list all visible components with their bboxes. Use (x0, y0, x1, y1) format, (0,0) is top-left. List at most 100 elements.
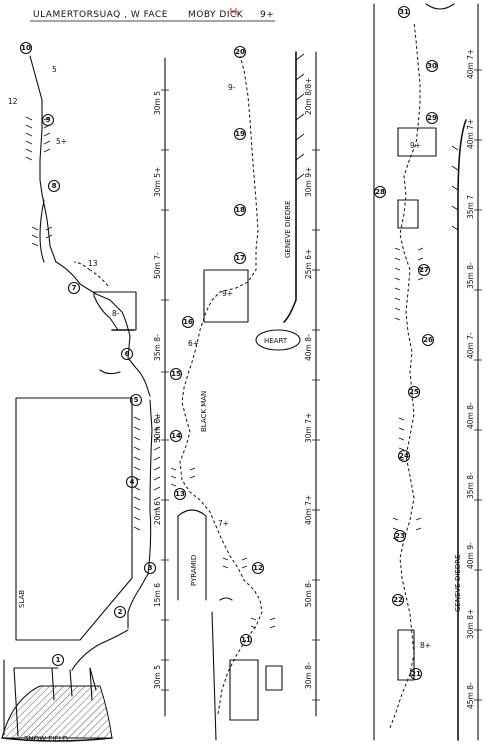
svg-text:26: 26 (423, 336, 433, 344)
heart-feature: HEART (255, 329, 301, 351)
roof-box-col3b (397, 199, 419, 229)
slab-feature: SLAB (15, 397, 133, 641)
svg-text:10: 10 (21, 44, 31, 52)
belay-12: 12 (251, 561, 265, 575)
svg-text:5: 5 (134, 396, 139, 404)
pitch-label: 30m 7+ (304, 413, 313, 443)
belay-7: 7 (67, 281, 81, 295)
lower-box-col2 (229, 659, 259, 721)
pitch-label: 40m 9- (466, 542, 475, 569)
svg-text:8: 8 (52, 182, 57, 190)
route-line-col2 (179, 55, 263, 715)
pitch-label: 35m 8- (466, 472, 475, 499)
svg-text:30: 30 (427, 62, 437, 70)
svg-text:28: 28 (375, 188, 385, 196)
svg-text:18: 18 (235, 206, 245, 214)
belay-18: 18 (233, 203, 247, 217)
belay-30: 30 (425, 59, 439, 73)
svg-text:17: 17 (235, 254, 245, 262)
route-line-col1 (29, 55, 153, 697)
svg-text:27: 27 (419, 266, 429, 274)
belay-14: 14 (169, 429, 183, 443)
belay-19: 19 (233, 127, 247, 141)
corner-line (39, 199, 45, 263)
belay-28: 28 (373, 185, 387, 199)
geneve-diedre-2-label: GENEVE DIEDRE (454, 555, 462, 613)
belay-15: 15 (169, 367, 183, 381)
slab-label: SLAB (18, 590, 26, 608)
pitch-label: 40m 7+ (466, 119, 475, 149)
belay-23: 23 (393, 529, 407, 543)
small-box-col2 (265, 665, 283, 691)
route-line-col3 (389, 21, 421, 729)
svg-text:7: 7 (72, 284, 77, 292)
crack-ticks-col2 (170, 467, 276, 629)
svg-text:12: 12 (253, 564, 263, 572)
belay-24: 24 (397, 449, 411, 463)
belay-21: 21 (409, 667, 423, 681)
belay-6: 6 (120, 347, 134, 361)
pitch-label: 40m 8- (304, 334, 313, 361)
grade-label: 12 (8, 97, 18, 106)
pitch-label: 25m 6+ (304, 249, 313, 279)
pitch-ticks-col1 (161, 89, 169, 691)
svg-text:14: 14 (171, 432, 181, 440)
svg-text:24: 24 (399, 452, 409, 460)
svg-text:23: 23 (395, 532, 405, 540)
pitch-label: 35m 8- (466, 262, 475, 289)
pitch-label: 30m 5 (153, 91, 162, 115)
pitch-label: 30m 5+ (153, 167, 162, 197)
grade-label: 9- (228, 83, 236, 92)
svg-text:29: 29 (427, 114, 437, 122)
roof-box-col2 (203, 269, 249, 323)
grade-label: 9+ (222, 289, 233, 298)
roof-box-col3a (397, 127, 437, 157)
svg-text:22: 22 (393, 596, 403, 604)
svg-text:3: 3 (148, 564, 153, 572)
grade-label: 6+ (188, 339, 199, 348)
svg-text:31: 31 (399, 8, 409, 16)
belay-13: 13 (173, 487, 187, 501)
belay-3: 3 (143, 561, 157, 575)
belay-31: 31 (397, 5, 411, 19)
belay-26: 26 (421, 333, 435, 347)
pitch-label: 50m 8- (304, 580, 313, 607)
grade-label: 8+ (420, 641, 431, 650)
pitch-label: 40m 8- (466, 402, 475, 429)
pitch-label: 45m 8- (466, 682, 475, 709)
svg-text:15: 15 (171, 370, 181, 378)
belay-8: 8 (47, 179, 61, 193)
svg-text:9: 9 (46, 116, 51, 124)
pyramid-label: PYRAMID (190, 555, 198, 586)
grade-label: 5+ (56, 137, 67, 146)
pitch-ticks-col3 (474, 69, 482, 701)
pitch-label: 40m 7- (466, 332, 475, 359)
pitch-label: 20m 8/8+ (304, 77, 313, 115)
pitch-label: 35m 8- (153, 334, 162, 361)
snow-field: SNOW FIELD (1, 685, 113, 743)
svg-text:13: 13 (175, 490, 185, 498)
summit-ledge (425, 3, 455, 10)
topo-title: ULAMERTORSUAQ , W FACE (33, 10, 168, 20)
ledge-line (99, 369, 121, 375)
pitch-label: 40m 7+ (466, 49, 475, 79)
crack-ticks-col1 (25, 116, 161, 531)
roof-box-col3c (397, 629, 415, 681)
geneve-diedre-1: GENEVE DIEDRE (283, 51, 305, 323)
grade-label: 9+ (410, 141, 421, 150)
belay-11: 11 (239, 633, 253, 647)
svg-text:1: 1 (56, 656, 61, 664)
belay-10: 10 (19, 41, 33, 55)
belay-4: 4 (125, 475, 139, 489)
pyramid-feature: PYRAMID (177, 509, 207, 601)
belay-29: 29 (425, 111, 439, 125)
route-name: MOBY DICK (188, 10, 244, 20)
geneve-diedre-1-label: GENEVE DIEDRE (284, 201, 292, 259)
pitch-label: 50m 7- (153, 252, 162, 279)
svg-text:25: 25 (409, 388, 419, 396)
svg-text:4: 4 (130, 478, 135, 486)
belay-5: 5 (129, 393, 143, 407)
black-man-feature: BLACK MAN (200, 391, 208, 432)
pitch-label: 40m 7+ (304, 495, 313, 525)
